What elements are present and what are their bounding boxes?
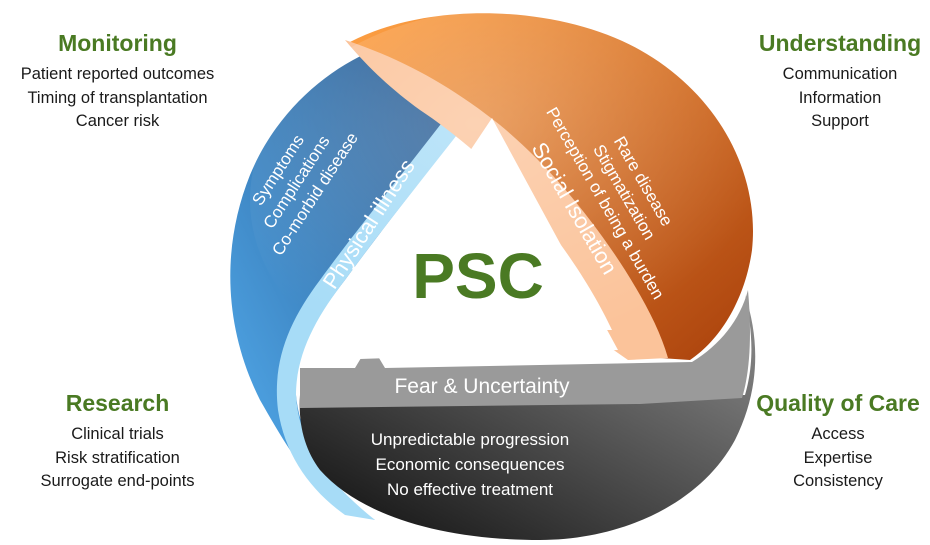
quality-of-care-item: Consistency: [793, 472, 883, 490]
understanding-item: Support: [811, 112, 869, 130]
quality-of-care-block: Quality of Care Access Expertise Consist…: [718, 390, 930, 494]
fear-uncertainty-item: Economic consequences: [375, 455, 564, 474]
understanding-block: Understanding Communication Information …: [720, 30, 930, 134]
understanding-item: Information: [798, 88, 882, 107]
research-item: Clinical trials: [71, 425, 164, 443]
understanding-title: Understanding: [758, 30, 922, 56]
monitoring-item: Timing of transplantation: [27, 88, 208, 107]
quality-of-care-item: Expertise: [803, 448, 873, 467]
research-item: Risk stratification: [55, 448, 180, 467]
quality-of-care-title: Quality of Care: [756, 390, 920, 416]
research-block: Research Clinical trials Risk stratifica…: [0, 390, 235, 494]
monitoring-title: Monitoring: [58, 30, 177, 56]
fear-uncertainty-label: Fear & Uncertainty: [394, 375, 570, 398]
research-item: Surrogate end-points: [40, 472, 195, 490]
monitoring-item: Cancer risk: [75, 112, 160, 130]
understanding-item: Communication: [782, 65, 898, 83]
monitoring-block: Monitoring Patient reported outcomes Tim…: [0, 30, 235, 134]
quality-of-care-item: Access: [811, 425, 865, 443]
monitoring-item: Patient reported outcomes: [20, 65, 215, 83]
psc-label: PSC: [412, 240, 544, 312]
fear-uncertainty-segment: [299, 295, 756, 540]
fear-uncertainty-item: Unpredictable progression: [371, 430, 569, 449]
center-triangle: [330, 118, 618, 360]
fear-uncertainty-item: No effective treatment: [387, 480, 553, 499]
research-title: Research: [65, 390, 170, 416]
